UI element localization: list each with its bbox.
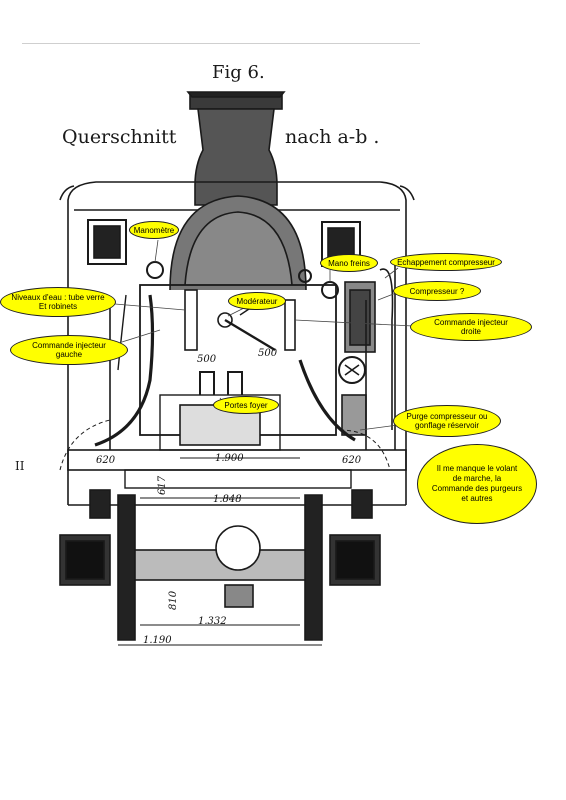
annotation-mano-freins: Mano freins bbox=[320, 254, 378, 272]
annotation-missing-items: Il me manque le volant de marche, la Com… bbox=[417, 444, 537, 524]
title-left: Querschnitt bbox=[62, 126, 177, 148]
dim-500-right: 500 bbox=[258, 348, 278, 359]
annotation-commande-injecteur-gauche: Commande injecteur gauche bbox=[10, 335, 128, 365]
dim-1332: 1.332 bbox=[198, 616, 227, 627]
side-mark: II bbox=[15, 459, 25, 473]
title-right: nach a-b . bbox=[285, 126, 379, 148]
dim-1190: 1.190 bbox=[143, 635, 172, 646]
annotation-niveaux-eau: Niveaux d'eau : tube verre Et robinets bbox=[0, 287, 116, 317]
dim-620-left: 620 bbox=[96, 455, 116, 466]
dim-500-left: 500 bbox=[197, 354, 217, 365]
engine-outline bbox=[59, 91, 415, 646]
annotation-compresseur: Compresseur ? bbox=[393, 281, 481, 301]
dim-1848: 1.848 bbox=[213, 494, 242, 505]
annotation-echappement-compresseur: Echappement compresseur bbox=[390, 253, 502, 271]
figure-number: Fig 6. bbox=[212, 62, 265, 83]
dim-620-right: 620 bbox=[342, 455, 362, 466]
dim-1900: 1.900 bbox=[215, 453, 244, 464]
annotation-portes-foyer: Portes foyer bbox=[213, 396, 279, 414]
annotation-purge-compresseur: Purge compresseur ou gonflage réservoir bbox=[393, 405, 501, 437]
dim-810: 810 bbox=[168, 590, 179, 610]
top-rule bbox=[22, 43, 420, 44]
annotation-commande-injecteur-droite: Commande injecteur droite bbox=[410, 313, 532, 341]
dim-617: 617 bbox=[157, 475, 168, 495]
annotation-moderateur: Modérateur bbox=[228, 292, 286, 310]
annotation-manometre: Manomètre bbox=[129, 221, 179, 239]
